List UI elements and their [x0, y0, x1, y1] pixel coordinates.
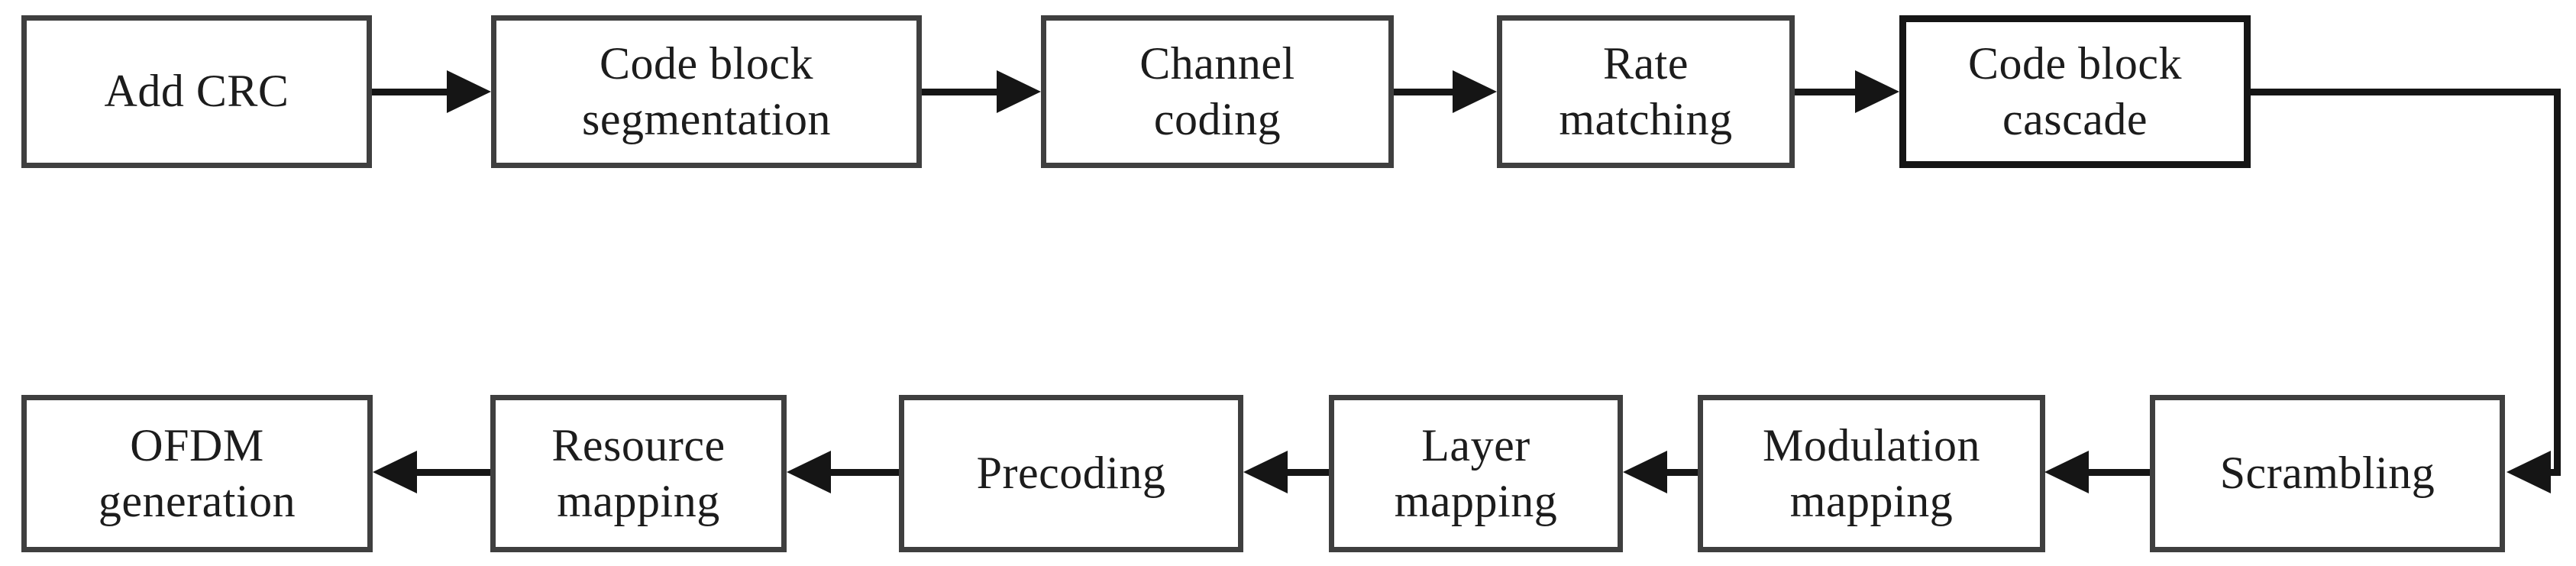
- node-code-block-segmentation-label: Code block segmentation: [582, 37, 831, 144]
- node-precoding-label: Precoding: [976, 448, 1166, 499]
- node-channel-coding: Channel coding: [1041, 15, 1394, 168]
- node-modulation-mapping: Modulation mapping: [1698, 395, 2045, 552]
- node-add-crc: Add CRC: [21, 15, 372, 168]
- arrowhead-right-icon: [1453, 70, 1497, 113]
- arrow-line-resourcemapping-to-ofdm: [417, 468, 490, 476]
- arrowhead-left-icon: [787, 451, 831, 493]
- node-resource-mapping: Resource mapping: [490, 395, 787, 552]
- node-channel-coding-label: Channel coding: [1139, 37, 1295, 144]
- arrowhead-right-icon: [447, 70, 491, 113]
- node-precoding: Precoding: [899, 395, 1243, 552]
- arrow-line-channelcoding-to-ratematching: [1394, 88, 1453, 95]
- arrowhead-right-icon: [997, 70, 1041, 113]
- arrowhead-left-icon: [1243, 451, 1288, 493]
- node-ofdm-generation-label: OFDM generation: [98, 419, 296, 526]
- arrow-line-addcrc-to-segmentation: [372, 88, 447, 95]
- arrow-line-modulation-to-layermapping: [1667, 468, 1698, 476]
- connector-stub-into-scrambling: [2548, 468, 2561, 476]
- node-resource-mapping-label: Resource mapping: [551, 419, 726, 526]
- connector-horizontal-segment-cascade-to-scrambling: [2251, 88, 2561, 95]
- node-scrambling: Scrambling: [2150, 395, 2505, 552]
- node-code-block-cascade: Code block cascade: [1899, 15, 2251, 168]
- arrowhead-left-icon: [1623, 451, 1667, 493]
- node-scrambling-label: Scrambling: [2219, 448, 2435, 499]
- arrow-line-segmentation-to-channelcoding: [922, 88, 997, 95]
- connector-vertical-segment-cascade-to-scrambling: [2554, 88, 2561, 476]
- node-rate-matching: Rate matching: [1497, 15, 1795, 168]
- arrowhead-left-icon: [373, 451, 417, 493]
- arrowhead-left-icon: [2044, 451, 2089, 493]
- arrow-line-ratematching-to-cascade: [1795, 88, 1855, 95]
- node-code-block-segmentation: Code block segmentation: [491, 15, 922, 168]
- arrowhead-left-icon: [2507, 451, 2551, 493]
- node-ofdm-generation: OFDM generation: [21, 395, 373, 552]
- node-layer-mapping-label: Layer mapping: [1394, 419, 1558, 526]
- arrowhead-right-icon: [1855, 70, 1899, 113]
- arrow-line-precoding-to-resourcemapping: [831, 468, 899, 476]
- node-modulation-mapping-label: Modulation mapping: [1763, 419, 1980, 526]
- arrow-line-layermapping-to-precoding: [1288, 468, 1329, 476]
- node-layer-mapping: Layer mapping: [1329, 395, 1623, 552]
- node-code-block-cascade-label: Code block cascade: [1968, 37, 2182, 144]
- arrow-line-scrambling-to-modulation: [2089, 468, 2150, 476]
- node-rate-matching-label: Rate matching: [1559, 37, 1733, 144]
- node-add-crc-label: Add CRC: [104, 66, 289, 117]
